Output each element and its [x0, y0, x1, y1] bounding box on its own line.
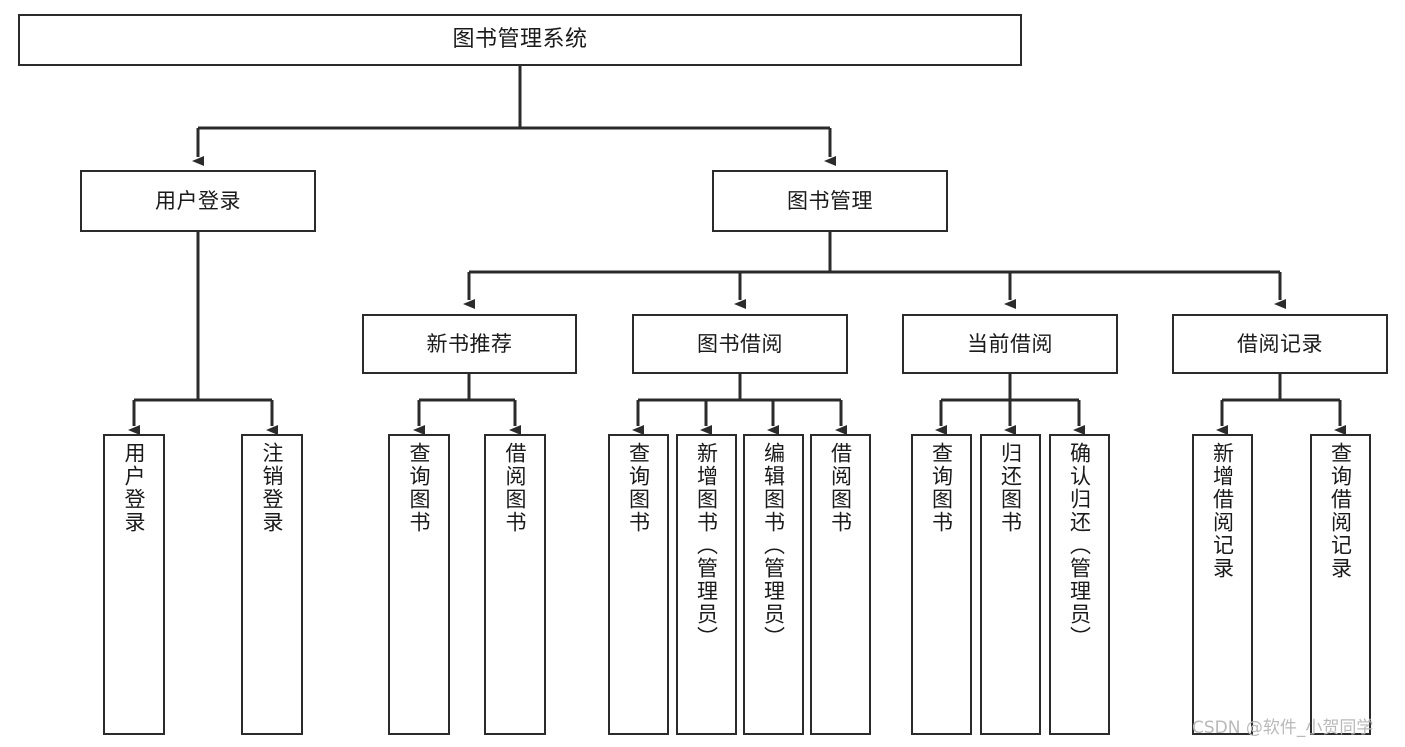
node-leaf-query-record[interactable]: 查询借阅记录	[1310, 434, 1371, 735]
node-leaf-query-record-label: 查询借阅记录	[1328, 442, 1353, 580]
node-leaf-add-book[interactable]: 新增图书（管理员）	[676, 434, 737, 735]
node-root-label: 图书管理系统	[452, 27, 588, 53]
node-leaf-query-book-2[interactable]: 查询图书	[608, 434, 669, 735]
node-leaf-add-record[interactable]: 新增借阅记录	[1192, 434, 1253, 735]
node-book-manage[interactable]: 图书管理	[712, 170, 948, 232]
node-book-borrow[interactable]: 图书借阅	[632, 314, 848, 374]
node-leaf-query-book-1[interactable]: 查询图书	[388, 434, 450, 735]
node-leaf-borrow-book-1-label: 借阅图书	[503, 442, 528, 534]
node-leaf-add-book-label: 新增图书（管理员）	[694, 442, 719, 649]
node-borrow-record-label: 借阅记录	[1237, 331, 1323, 356]
node-leaf-edit-book-label: 编辑图书（管理员）	[761, 442, 786, 649]
node-user-login-label: 用户登录	[155, 188, 241, 213]
node-leaf-query-book-1-label: 查询图书	[407, 442, 432, 534]
node-leaf-user-logout-label: 注销登录	[260, 442, 285, 534]
node-leaf-query-book-2-label: 查询图书	[626, 442, 651, 534]
node-leaf-return-book-label: 归还图书	[998, 442, 1023, 534]
node-book-borrow-label: 图书借阅	[697, 331, 783, 356]
node-new-book-recommend[interactable]: 新书推荐	[362, 314, 577, 374]
node-borrow-record[interactable]: 借阅记录	[1172, 314, 1388, 374]
node-current-borrow-label: 当前借阅	[967, 331, 1053, 356]
node-leaf-borrow-book-1[interactable]: 借阅图书	[484, 434, 546, 735]
watermark: CSDN @软件_小贺同学	[1192, 718, 1374, 738]
node-leaf-query-book-3[interactable]: 查询图书	[911, 434, 972, 735]
node-leaf-confirm-return-label: 确认归还（管理员）	[1067, 442, 1092, 649]
node-leaf-user-login[interactable]: 用户登录	[103, 434, 165, 735]
node-current-borrow[interactable]: 当前借阅	[902, 314, 1118, 374]
node-new-book-recommend-label: 新书推荐	[426, 331, 513, 356]
node-leaf-user-logout[interactable]: 注销登录	[241, 434, 303, 735]
node-book-manage-label: 图书管理	[787, 188, 873, 213]
node-user-login[interactable]: 用户登录	[80, 170, 316, 232]
node-root[interactable]: 图书管理系统	[18, 14, 1022, 66]
node-leaf-edit-book[interactable]: 编辑图书（管理员）	[743, 434, 804, 735]
node-leaf-confirm-return[interactable]: 确认归还（管理员）	[1049, 434, 1110, 735]
node-leaf-borrow-book-2-label: 借阅图书	[828, 442, 853, 534]
node-leaf-add-record-label: 新增借阅记录	[1210, 442, 1235, 580]
node-leaf-query-book-3-label: 查询图书	[929, 442, 954, 534]
node-leaf-user-login-label: 用户登录	[122, 442, 147, 534]
node-leaf-borrow-book-2[interactable]: 借阅图书	[810, 434, 871, 735]
node-leaf-return-book[interactable]: 归还图书	[980, 434, 1041, 735]
